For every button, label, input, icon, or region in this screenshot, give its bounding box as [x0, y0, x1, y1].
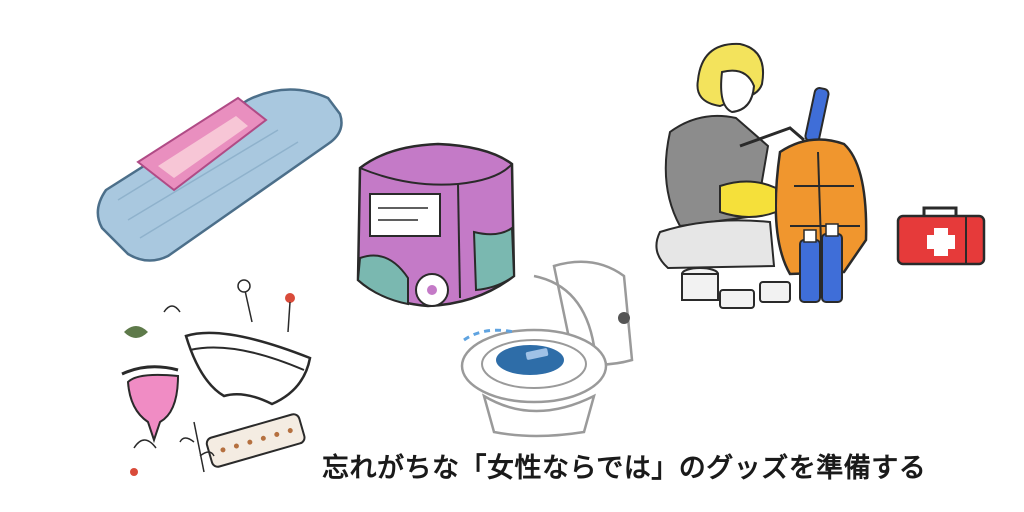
portable-toilet-icon	[460, 260, 634, 438]
menstrual-cup-and-underwear-icon	[121, 279, 312, 476]
caption-text: 忘れがちな「女性ならでは」のグッズを準備する	[322, 453, 927, 484]
first-aid-kit-icon	[896, 206, 986, 266]
sanitary-pad-box-icon	[356, 142, 516, 308]
wet-wipes-pack-icon	[96, 88, 343, 262]
woman-packing-backpack-icon	[655, 42, 868, 309]
